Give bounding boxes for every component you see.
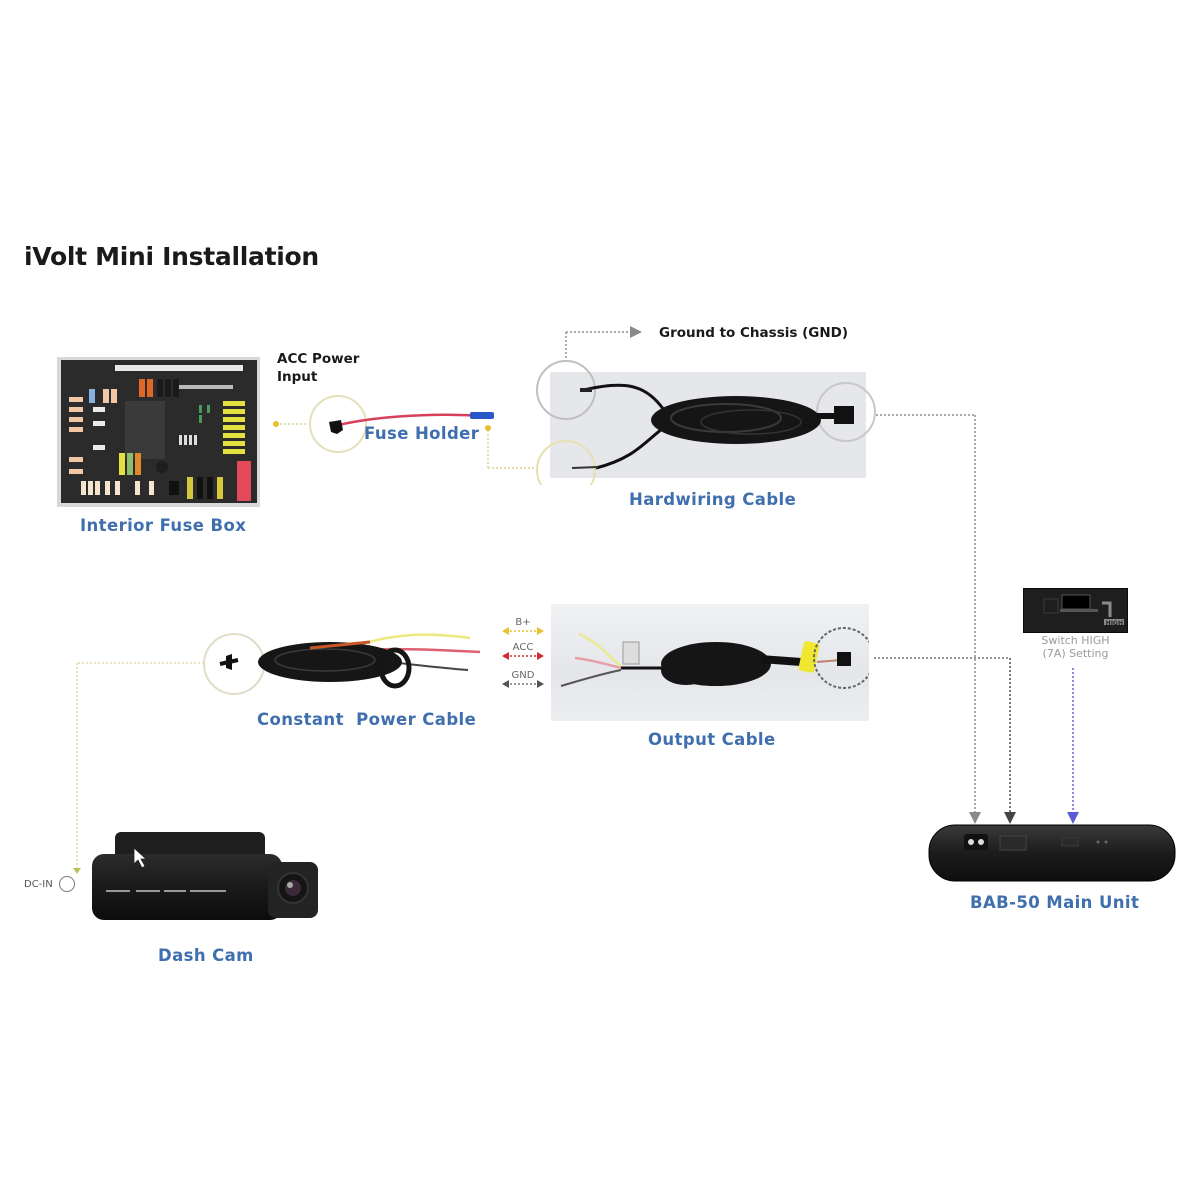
ground-connector — [565, 326, 642, 362]
output-cable-image — [551, 604, 875, 721]
switch-setting-image: HIGH — [1023, 588, 1128, 633]
page-title: iVolt Mini Installation — [24, 242, 319, 271]
dash-cam-image — [90, 830, 320, 925]
dc-in-port: DC-IN — [24, 876, 75, 892]
wire-pair-b-plus — [502, 627, 544, 635]
fuse-box-image — [57, 357, 260, 507]
switch-setting-caption: Switch HIGH (7A) Setting — [1018, 634, 1133, 660]
switch-caption-line2: (7A) Setting — [1042, 647, 1109, 660]
dc-in-label: DC-IN — [24, 878, 53, 890]
hardwiring-cable-image — [536, 360, 876, 500]
acc-note-line2: Input — [277, 369, 318, 385]
wire-pair-gnd — [502, 680, 544, 688]
dash-cam-caption: Dash Cam — [158, 946, 254, 965]
wire-label-acc: ACC — [513, 642, 534, 653]
ground-to-chassis-note: Ground to Chassis (GND) — [659, 325, 849, 341]
fuse-box-caption: Interior Fuse Box — [80, 516, 247, 535]
switch-caption-line1: Switch HIGH — [1041, 634, 1110, 647]
fuse-holder-image — [305, 390, 505, 460]
wire-pair-acc — [502, 652, 544, 660]
fuse-holder-caption: Fuse Holder — [364, 424, 480, 443]
hardwiring-to-main-connector — [876, 414, 981, 824]
main-unit-caption: BAB-50 Main Unit — [970, 893, 1140, 912]
output-cable-caption: Output Cable — [648, 730, 776, 749]
fuse-to-hardwiring-connector — [485, 425, 540, 469]
constant-power-cable-caption: Constant Power Cable — [257, 710, 477, 729]
acc-note-line1: ACC Power — [277, 351, 360, 367]
power-to-dashcam-connector — [73, 662, 204, 874]
dc-in-port-icon — [58, 876, 75, 892]
wire-label-gnd: GND — [512, 670, 535, 681]
output-to-main-connector — [874, 657, 1016, 824]
constant-power-cable-image — [200, 620, 500, 710]
acc-power-input-note: ACC Power Input — [277, 350, 359, 386]
acc-input-connector — [273, 421, 306, 427]
switch-high-label: HIGH — [1105, 620, 1123, 627]
main-unit-image — [928, 824, 1176, 882]
wire-label-b-plus: B+ — [515, 617, 530, 628]
hardwiring-cable-caption: Hardwiring Cable — [629, 490, 797, 509]
